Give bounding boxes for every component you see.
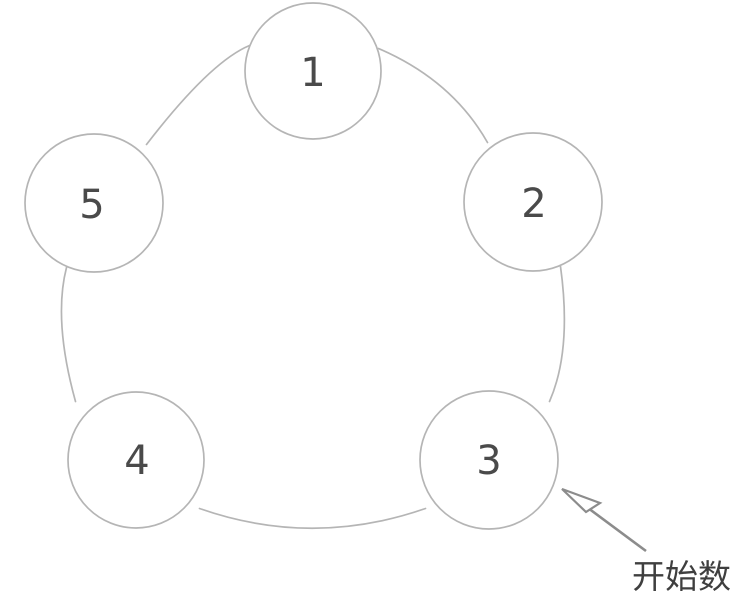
arc-node1-node2 xyxy=(377,47,489,144)
node-3[interactable]: 3 xyxy=(419,390,559,530)
arc-node3-node4 xyxy=(198,507,427,530)
node-1[interactable]: 1 xyxy=(244,2,382,140)
arc-node2-node3 xyxy=(548,265,566,403)
connection-arcs xyxy=(60,44,566,530)
node-2-label: 2 xyxy=(521,181,546,227)
node-5-circle[interactable] xyxy=(24,133,164,273)
node-3-circle[interactable] xyxy=(419,390,559,530)
node-5-label: 5 xyxy=(79,182,104,228)
node-4-label: 4 xyxy=(124,438,149,484)
start-count-pointer xyxy=(561,487,647,553)
node-5[interactable]: 5 xyxy=(24,133,164,273)
arc-node5-node1 xyxy=(145,44,251,146)
node-1-label: 1 xyxy=(300,50,325,96)
arrow-head-icon xyxy=(561,487,603,514)
node-2[interactable]: 2 xyxy=(463,132,603,272)
start-count-label: 开始数 xyxy=(632,557,731,596)
arc-node4-node5 xyxy=(60,266,77,403)
node-1-circle[interactable] xyxy=(244,2,382,140)
node-3-label: 3 xyxy=(476,438,501,484)
node-2-circle[interactable] xyxy=(463,132,603,272)
node-4-circle[interactable] xyxy=(67,391,205,529)
pointer-shaft-line xyxy=(587,506,647,553)
node-4[interactable]: 4 xyxy=(67,391,205,529)
